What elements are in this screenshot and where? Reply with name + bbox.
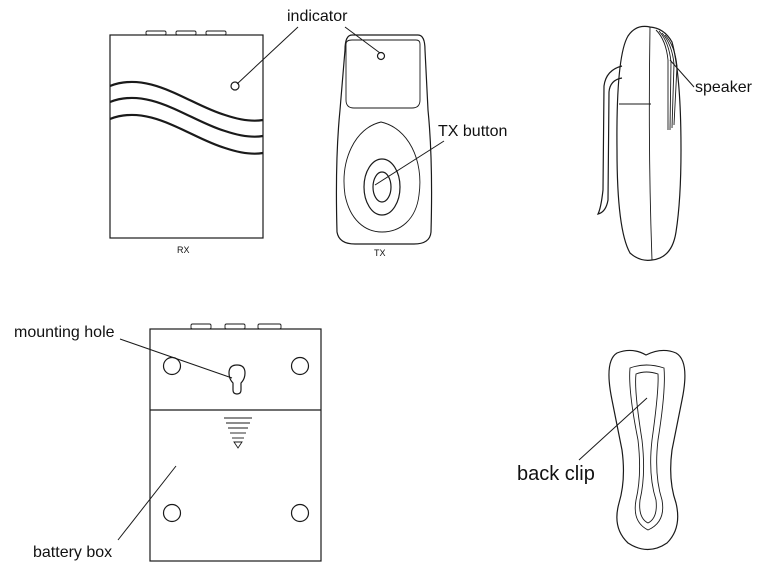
rx-wave-line [109, 113, 264, 155]
rx-receiver-front: RX [109, 30, 264, 255]
speaker-label: speaker [695, 79, 753, 96]
rx-wave-line [109, 96, 264, 138]
side-clip [596, 65, 623, 215]
back-clip-leader-line [578, 397, 648, 461]
back-clip-slot [635, 371, 659, 524]
screw-hole [162, 356, 182, 376]
back-clip [608, 349, 686, 551]
speaker-grille-line [655, 29, 669, 130]
tx-button-label: TX button [438, 123, 507, 140]
tx-body [335, 34, 433, 245]
tx-indicator-window [345, 39, 421, 109]
battery-latch [224, 417, 252, 449]
rx-indicator-led [230, 81, 240, 91]
speaker-grille-line [658, 30, 672, 131]
back-clip-outer [608, 349, 686, 551]
back-top-tab [224, 323, 246, 330]
mounting-hole-leader-line [119, 338, 233, 379]
tx-caption: TX [374, 248, 386, 258]
tx-button [372, 171, 392, 203]
tx-button-leader-line [374, 140, 445, 186]
rx-receiver-back [149, 323, 322, 562]
back-top-tab [190, 323, 212, 330]
battery-box-leader-line [117, 465, 177, 541]
back-top-tab [257, 323, 282, 330]
rx-caption: RX [177, 245, 190, 255]
indicator-leader-line [236, 26, 299, 85]
back-clip-label: back clip [517, 463, 595, 485]
back-body [149, 328, 322, 562]
screw-hole [162, 503, 182, 523]
side-seam [648, 26, 653, 261]
tx-transmitter-front: TX [335, 34, 433, 258]
back-clip-inner [629, 364, 665, 531]
device-side-view [596, 25, 682, 261]
side-body [616, 25, 682, 261]
speaker-grille-line [664, 34, 678, 126]
battery-box-label: battery box [33, 544, 112, 561]
tx-button-outer-ring [363, 158, 401, 216]
indicator-label: indicator [287, 8, 348, 25]
rx-wave-line [109, 80, 264, 122]
mounting-hole-label: mounting hole [14, 324, 115, 341]
screw-hole [290, 356, 310, 376]
mounting-hole [228, 364, 246, 395]
speaker-leader-line [669, 59, 695, 88]
tx-indicator-led [376, 51, 386, 61]
rx-body [109, 34, 264, 239]
screw-hole [290, 503, 310, 523]
